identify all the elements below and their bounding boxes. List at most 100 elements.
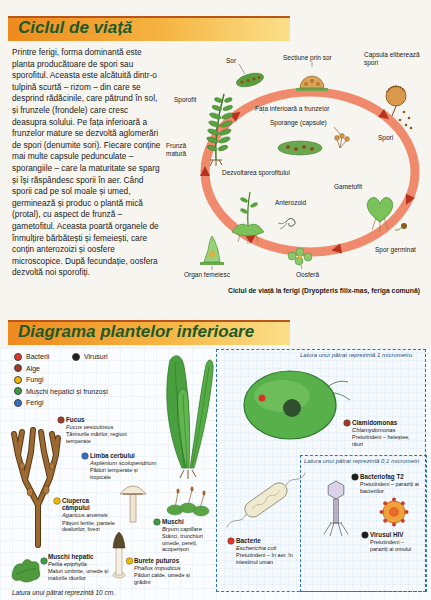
fucus — [20, 463, 25, 470]
section-title: Diagrama plantelor inferioare — [18, 322, 254, 342]
legend-text: Mușchi hepatici și frunzoși — [26, 387, 108, 396]
group-dot — [58, 417, 65, 424]
group-dot — [41, 417, 369, 565]
fern-sporophyte — [222, 104, 233, 112]
leaf-underside — [335, 134, 350, 142]
legend-swatch — [14, 353, 22, 361]
sporangium — [399, 111, 413, 130]
stinkhorn — [113, 532, 125, 548]
scale-box: Latura unui pătrat reprezintă 1 micromet… — [216, 349, 426, 592]
fern-sporophyte — [209, 112, 222, 121]
legend-swatch — [14, 399, 22, 407]
leaf-underside — [278, 141, 322, 155]
moss — [167, 503, 209, 516]
sorus-pinna — [258, 76, 261, 79]
species-name: Virusul HIV — [370, 531, 424, 538]
latin-name: Pellia epiphylla — [48, 561, 112, 568]
sorus-section — [304, 82, 308, 86]
hiv-virus — [380, 498, 409, 527]
fern-sporophyte — [206, 94, 234, 166]
fucus — [43, 486, 49, 494]
group-dot — [352, 474, 359, 481]
group-dot — [126, 558, 133, 565]
hiv-virus — [401, 501, 405, 505]
archegonia — [288, 248, 312, 265]
leaf-underside — [335, 136, 340, 141]
legend-item: Virusuri — [72, 352, 108, 361]
species-name: Limba cerbului — [90, 452, 160, 459]
habitat-note: Pretutindeni – în aer, în intestinul uma… — [236, 552, 296, 565]
fern-sporophyte — [224, 97, 233, 103]
legend-swatch — [14, 364, 22, 372]
archegonia — [212, 266, 213, 270]
gametophyte — [367, 198, 407, 232]
part-label: Secțiune prin sor — [283, 54, 332, 62]
legend-text: Fungi — [26, 375, 44, 384]
hiv-virus — [383, 519, 387, 523]
young-sporophyte — [240, 196, 259, 214]
fern-sporophyte — [221, 112, 234, 121]
phage-t2 — [328, 481, 344, 499]
section-title: Ciclul de viață — [18, 18, 132, 38]
liverwort — [12, 559, 40, 582]
scale-heading: Latura unui pătrat reprezintă 0,1 microm… — [304, 458, 422, 465]
part-label: Gametofit — [334, 183, 362, 191]
young-sporophyte — [240, 207, 249, 214]
leaf-underside — [345, 137, 350, 142]
sorus-pinna — [235, 71, 265, 90]
life-cycle-loop — [200, 166, 210, 176]
group-dot — [154, 519, 161, 526]
part-label: Capsula eliberează spori — [364, 51, 424, 66]
chlamydomonas — [244, 371, 336, 439]
fern-sporophyte — [207, 144, 218, 152]
grid-ground — [0, 348, 431, 600]
archegonia — [301, 265, 302, 269]
moss — [167, 487, 209, 517]
hiv-virus — [383, 501, 387, 505]
legend-text: Alge — [26, 364, 40, 373]
hiv-virus — [392, 498, 396, 502]
moss — [191, 487, 194, 492]
section-header: Diagrama plantelor inferioare — [8, 320, 290, 345]
species-name: Mușchi hepatic — [48, 553, 112, 560]
scale-box: Latura unui pătrat reprezintă 0,1 microm… — [300, 455, 427, 592]
sporangium — [408, 117, 411, 120]
e-coli — [222, 466, 310, 534]
antherozoid — [278, 218, 295, 229]
fucus — [50, 463, 55, 470]
chlamydomonas — [283, 399, 301, 417]
stinkhorn — [113, 532, 125, 578]
sorus-section — [300, 76, 324, 88]
part-label: Organ femeiesc — [184, 271, 230, 279]
sporangium — [387, 86, 405, 92]
grid-ground — [216, 349, 426, 592]
young-sporophyte — [250, 201, 259, 208]
sorus-pinna — [240, 76, 260, 84]
fern-sporophyte — [211, 104, 222, 112]
sporangium — [403, 111, 406, 114]
habitat-note: Maluri umbrite, umede și malurile râuril… — [48, 568, 112, 581]
leaf-underside — [340, 134, 345, 139]
scale-note: Latura unui pătrat reprezintă 10 cm. — [12, 589, 115, 597]
archegonia — [288, 252, 296, 260]
species-name: Mușchi — [162, 518, 214, 525]
fern-sporophyte — [206, 136, 219, 145]
hiv-virus — [405, 510, 409, 514]
young-sporophyte — [248, 192, 250, 226]
e-coli — [252, 490, 280, 511]
fucus — [14, 430, 58, 545]
sorus-section — [296, 62, 328, 91]
part-label: Sor — [226, 57, 236, 65]
latin-name: Escherichia coli — [236, 545, 298, 552]
hiv-virus — [392, 523, 396, 527]
young-sporophyte — [232, 192, 264, 244]
sorus-pinna — [239, 64, 245, 74]
sorus-pinna — [240, 80, 243, 83]
fern-sporophyte — [210, 160, 222, 166]
leaf-underside — [286, 145, 290, 149]
fern-sporophyte — [220, 120, 233, 129]
part-label: Anterozoid — [275, 199, 306, 207]
leaf-underside — [310, 147, 314, 151]
phage-t2 — [334, 499, 339, 523]
sorus-pinna — [235, 64, 265, 89]
